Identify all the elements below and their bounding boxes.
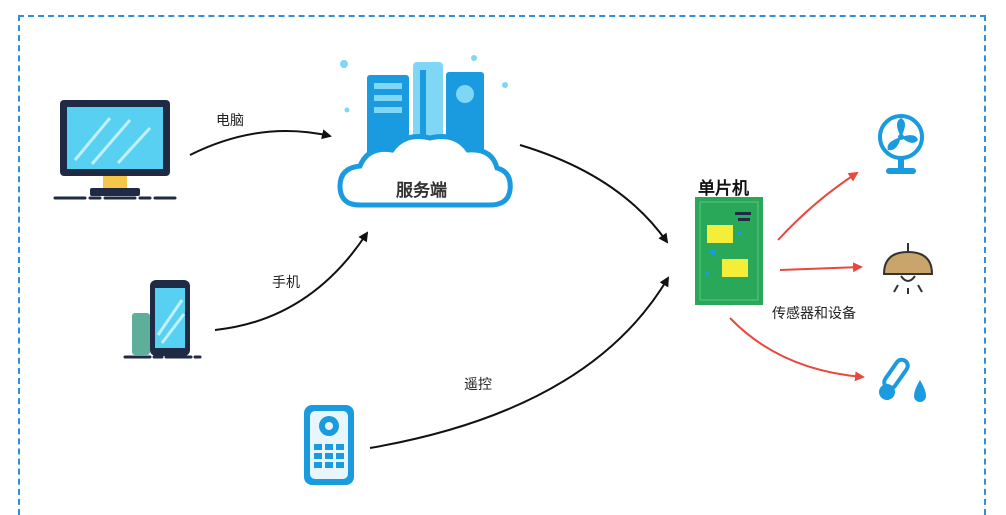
arrow-server-to-mcu (519, 144, 669, 244)
lamp-icon (882, 243, 934, 294)
diagram-canvas (53, 55, 934, 485)
diagram-frame (18, 15, 986, 515)
label-server: 服务端 (396, 181, 447, 201)
monitor-icon (53, 100, 177, 200)
arrow-mcu-to-lamp (779, 262, 863, 273)
fan-icon (878, 114, 924, 174)
arrow-mcu-to-thermometer (729, 317, 865, 382)
phone-icon (123, 280, 202, 359)
label-mcu: 单片机 (698, 179, 749, 199)
thermometer-icon (879, 357, 926, 402)
label-sensors: 传感器和设备 (772, 306, 856, 322)
arrow-phone-to-server (214, 231, 369, 331)
arrow-remote-to-mcu (369, 276, 670, 449)
label-remote: 遥控 (464, 377, 492, 393)
microcontroller-board-icon (695, 197, 763, 305)
remote-icon (304, 405, 354, 485)
arrow-computer-to-server (189, 129, 332, 156)
label-phone: 手机 (272, 275, 300, 291)
cloud-server-icon (337, 55, 513, 208)
label-computer: 电脑 (216, 113, 244, 129)
arrow-mcu-to-fan (777, 171, 859, 241)
